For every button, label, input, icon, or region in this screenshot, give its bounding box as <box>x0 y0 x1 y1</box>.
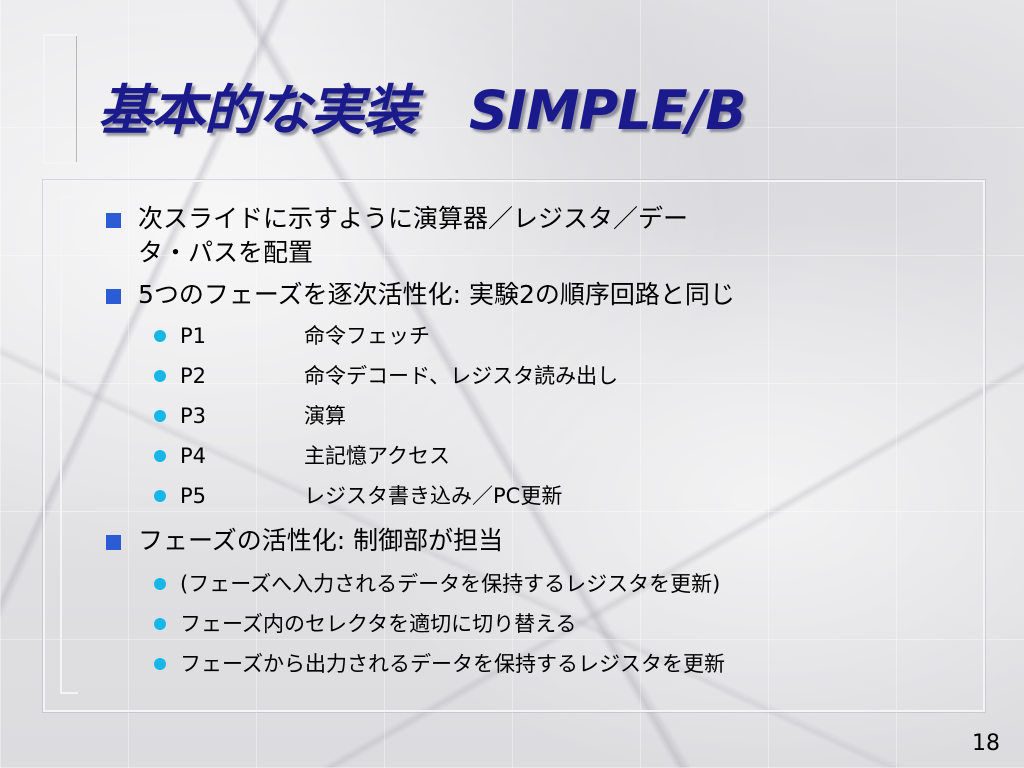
phase-item-p5: P5 レジスタ書き込み／PC更新 <box>104 482 954 510</box>
slide-body: 次スライドに示すように演算器／レジスタ／デー タ・パスを配置 5つのフェーズを逐… <box>104 202 954 690</box>
phase-description: レジスタ書き込み／PC更新 <box>304 484 563 508</box>
phase-code: P3 <box>180 404 207 428</box>
phase-description: 命令フェッチ <box>304 324 430 348</box>
content-frame <box>43 180 985 712</box>
dot-bullet-icon <box>154 490 166 502</box>
dot-bullet-icon <box>154 618 166 630</box>
bullet-1-line-2: タ・パスを配置 <box>138 238 314 267</box>
dot-bullet-icon <box>154 370 166 382</box>
square-bullet-icon <box>106 289 121 304</box>
phase-item-p4: P4 主記憶アクセス <box>104 442 954 470</box>
page-number: 18 <box>972 731 1000 756</box>
dot-bullet-icon <box>154 330 166 342</box>
control-item-text: フェーズ内のセレクタを適切に切り替える <box>180 612 577 636</box>
phase-description: 命令デコード、レジスタ読み出し <box>304 364 619 388</box>
slide-title: 基本的な実装 SIMPLE/B <box>98 79 746 142</box>
phase-item-p2: P2 命令デコード、レジスタ読み出し <box>104 362 954 390</box>
bullet-1: 次スライドに示すように演算器／レジスタ／デー タ・パスを配置 <box>104 202 954 270</box>
content-bracket-decoration <box>60 196 78 694</box>
title-bracket-decoration <box>43 34 77 164</box>
dot-bullet-icon <box>154 578 166 590</box>
control-item-text: (フェーズへ入力されるデータを保持するレジスタを更新) <box>180 572 721 596</box>
dot-bullet-icon <box>154 410 166 422</box>
control-item-1: (フェーズへ入力されるデータを保持するレジスタを更新) <box>104 570 954 598</box>
phase-description: 主記憶アクセス <box>304 444 450 468</box>
phase-code: P1 <box>180 324 207 348</box>
phase-code: P2 <box>180 364 207 388</box>
bullet-3-text: フェーズの活性化: 制御部が担当 <box>138 526 504 555</box>
dot-bullet-icon <box>154 450 166 462</box>
bullet-2-text: 5つのフェーズを逐次活性化: 実験2の順序回路と同じ <box>138 280 735 309</box>
dot-bullet-icon <box>154 658 166 670</box>
control-item-3: フェーズから出力されるデータを保持するレジスタを更新 <box>104 650 954 678</box>
phase-item-p1: P1 命令フェッチ <box>104 322 954 350</box>
square-bullet-icon <box>106 535 121 550</box>
square-bullet-icon <box>106 213 121 228</box>
phase-description: 演算 <box>304 404 346 428</box>
bullet-3: フェーズの活性化: 制御部が担当 <box>104 524 954 558</box>
phase-code: P4 <box>180 444 207 468</box>
phase-item-p3: P3 演算 <box>104 402 954 430</box>
control-item-text: フェーズから出力されるデータを保持するレジスタを更新 <box>180 652 725 676</box>
bullet-1-line-1: 次スライドに示すように演算器／レジスタ／デー <box>138 204 689 233</box>
bullet-2: 5つのフェーズを逐次活性化: 実験2の順序回路と同じ <box>104 278 954 312</box>
control-item-2: フェーズ内のセレクタを適切に切り替える <box>104 610 954 638</box>
phase-code: P5 <box>180 484 207 508</box>
